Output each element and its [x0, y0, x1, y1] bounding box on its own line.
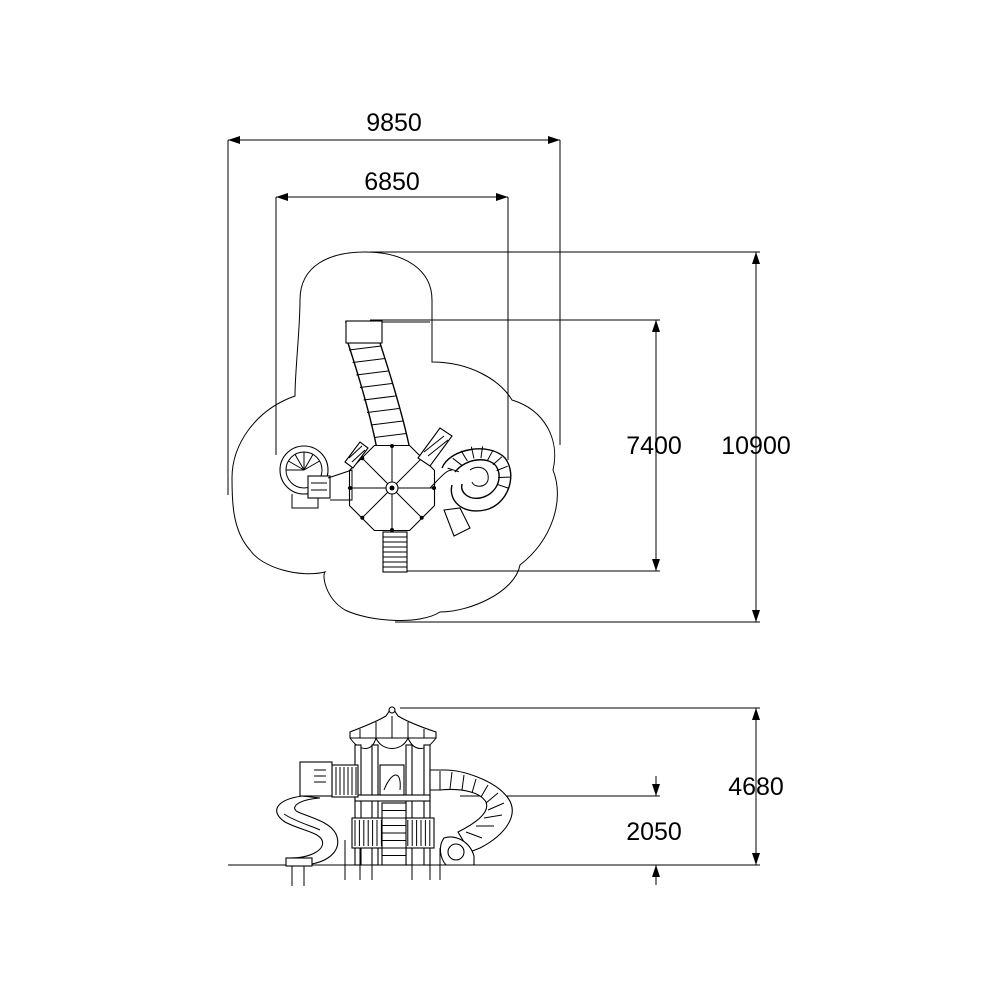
- ladder-plan: [417, 427, 453, 467]
- spiral-slide-elevation: [276, 761, 339, 886]
- plan-view: 9850 6850 7400 10900: [227, 109, 791, 623]
- round-platform: [279, 445, 353, 509]
- pagoda-roof: [349, 706, 437, 749]
- tube-slide-plan: [347, 342, 411, 456]
- dimension-label-structure-depth: 7400: [626, 432, 682, 460]
- dimension-label-total-height: 4680: [728, 773, 784, 801]
- stairs-plan: [382, 531, 408, 573]
- tower-frame: [331, 744, 441, 880]
- dimension-label-overall-depth: 10900: [721, 432, 791, 460]
- dimension-label-overall-width: 9850: [366, 109, 422, 137]
- dimension-label-structure-width: 6850: [364, 168, 420, 196]
- small-slide-left: [344, 441, 369, 469]
- elevation-view: 4680 2050: [228, 706, 784, 886]
- safety-zone-outline: [231, 251, 558, 621]
- spiral-slide-plan: [429, 446, 512, 537]
- slide-entry-hood: [345, 320, 383, 344]
- tube-slide-elevation: [429, 769, 513, 866]
- dimension-label-platform-height: 2050: [626, 818, 682, 846]
